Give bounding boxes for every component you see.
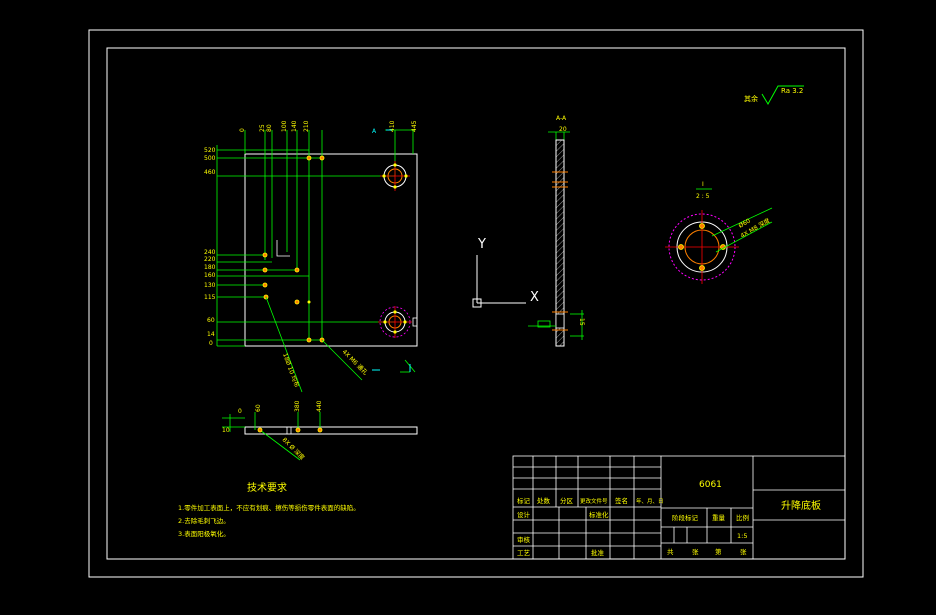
detail-scale: 2 : 5 xyxy=(696,193,710,200)
bottom-dim-1: 10 xyxy=(222,427,230,434)
outer-border xyxy=(88,29,864,578)
hole xyxy=(262,252,268,258)
detail-label: I xyxy=(702,181,704,188)
dim-left-3: 240 xyxy=(204,249,216,256)
dim-left-11: 0 xyxy=(209,340,213,347)
header-label-4: 签名 xyxy=(615,496,628,505)
plate-edge xyxy=(244,426,418,435)
hole xyxy=(317,427,323,433)
roughness-check-icon xyxy=(761,85,804,105)
row-approve: 批准 xyxy=(591,548,605,557)
hole xyxy=(294,299,300,305)
dim-top-4: 140 xyxy=(291,120,298,132)
ucs-x-label: X xyxy=(530,290,539,305)
dim-left-4: 220 xyxy=(204,256,216,263)
dim-top-1: 25 xyxy=(259,124,266,132)
dim-left-0: 520 xyxy=(204,147,216,154)
bottom-dim-2: 60 xyxy=(255,404,262,412)
hole xyxy=(257,427,263,433)
bottom-dimension-lines xyxy=(222,412,321,461)
header-label-5: 年、月、日 xyxy=(636,497,664,505)
bore-bottom xyxy=(378,306,418,338)
title-block-text: 标记 处数 分区 更改文件号 签名 年、月、日 设计 标准化 审核 工艺 批准 … xyxy=(517,480,821,557)
section-body xyxy=(555,139,565,347)
ucs-y-label: Y xyxy=(477,237,486,252)
roughness-symbol: 其余 Ra 3.2 xyxy=(744,85,804,105)
sheet-label-1: 张 xyxy=(692,547,699,556)
section-arrows: A xyxy=(372,128,411,372)
left-dimension-labels: 520 500 460 240 220 180 160 130 115 60 1… xyxy=(204,147,216,347)
side-thickness-dim: 20 xyxy=(559,126,567,133)
hole xyxy=(262,267,268,273)
hole xyxy=(294,267,300,273)
header-label-0: 标记 xyxy=(517,496,531,505)
ucs-icon: Y X xyxy=(472,237,539,308)
scale-value: 1:5 xyxy=(737,532,747,540)
side-depth-dim: 15 xyxy=(578,318,585,326)
bottom-dim-0: 0 xyxy=(238,408,242,415)
dim-left-2: 460 xyxy=(204,169,216,176)
dim-left-7: 130 xyxy=(204,282,216,289)
stage-label: 阶段标记 xyxy=(672,513,699,522)
dim-left-6: 160 xyxy=(204,272,216,279)
inner-border xyxy=(106,47,846,560)
technical-notes: 技术要求 1.零件加工表面上，不应有划痕、擦伤等损伤零件表面的缺陷。 2.去除毛… xyxy=(178,481,360,538)
dim-top-2: 80 xyxy=(266,124,273,132)
notes-title: 技术要求 xyxy=(247,481,287,494)
front-holes xyxy=(262,155,325,343)
sheet-label-2: 第 xyxy=(715,547,722,556)
dim-left-5: 180 xyxy=(204,264,216,271)
dim-left-1: 500 xyxy=(204,155,216,162)
scale-label: 比例 xyxy=(736,513,749,522)
roughness-prefix: 其余 xyxy=(744,94,758,103)
header-label-3: 更改文件号 xyxy=(580,497,608,505)
dim-left-9: 60 xyxy=(207,317,215,324)
row-review: 审核 xyxy=(517,535,531,544)
dim-left-8: 115 xyxy=(204,294,216,301)
row-design: 设计 xyxy=(517,510,531,519)
notes-item-2: 2.去除毛刺飞边。 xyxy=(178,516,230,525)
hole xyxy=(262,282,268,288)
top-dimension-labels: 0 25 80 100 140 210 410 445 xyxy=(239,120,418,132)
section-label: A-A xyxy=(556,115,567,122)
sheet-label-3: 张 xyxy=(740,547,747,556)
bore-top xyxy=(380,161,410,191)
row-standard: 标准化 xyxy=(589,510,609,519)
left-dimension-lines xyxy=(216,145,395,347)
header-label-1: 处数 xyxy=(537,496,551,505)
bottom-dim-4: 440 xyxy=(316,400,323,412)
plate-outline xyxy=(244,153,418,347)
material: 6061 xyxy=(699,480,722,490)
weight-label: 重量 xyxy=(712,514,726,522)
title-block xyxy=(512,455,846,560)
sheet-label-0: 共 xyxy=(667,547,674,556)
side-view: A-A 20 15 xyxy=(528,115,585,347)
dim-top-7: 445 xyxy=(411,120,418,132)
top-dimension-lines xyxy=(244,129,415,340)
hole xyxy=(306,155,312,161)
hole xyxy=(295,427,301,433)
header-label-2: 分区 xyxy=(560,496,574,505)
dim-top-6: 410 xyxy=(389,120,396,132)
dim-top-5: 210 xyxy=(303,120,310,132)
dim-top-3: 100 xyxy=(281,120,288,132)
notes-item-1: 1.零件加工表面上，不应有划痕、擦伤等损伤零件表面的缺陷。 xyxy=(178,503,360,512)
svg-text:A: A xyxy=(372,128,377,135)
hole xyxy=(319,155,325,161)
slot-outline xyxy=(276,240,290,257)
slot xyxy=(286,426,292,435)
bottom-dim-3: 380 xyxy=(294,400,301,412)
dim-left-10: 14 xyxy=(207,331,215,338)
part-name: 升降底板 xyxy=(781,499,821,512)
notes-item-3: 3.表面阳极氧化。 xyxy=(178,529,230,538)
roughness-value: Ra 3.2 xyxy=(781,87,803,95)
dim-top-0: 0 xyxy=(239,128,246,132)
hole xyxy=(306,337,312,343)
row-process: 工艺 xyxy=(517,549,531,557)
hole xyxy=(307,300,311,304)
